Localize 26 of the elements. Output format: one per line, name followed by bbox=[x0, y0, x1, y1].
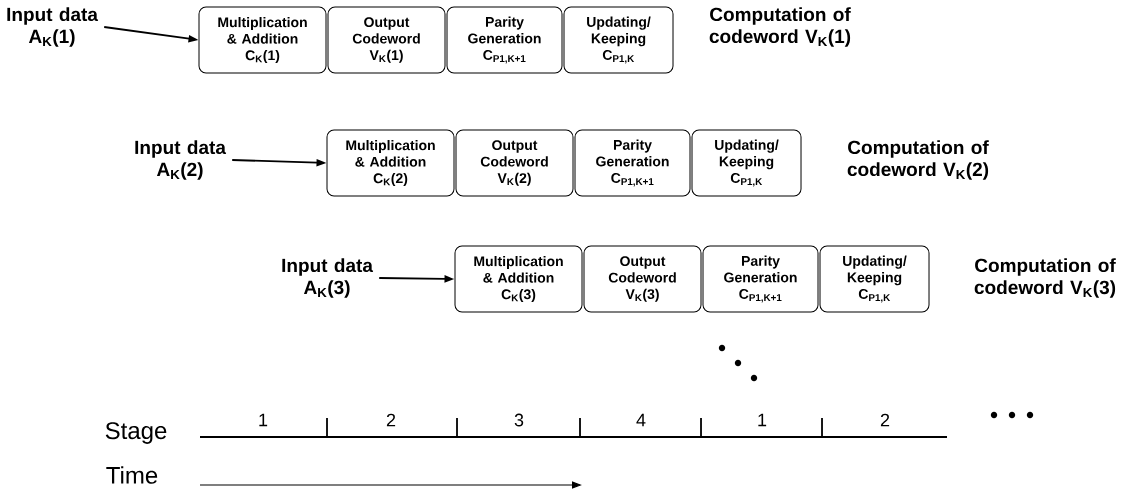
stage-box: Parity Generation C$_{P1,K+1}$ bbox=[702, 245, 819, 313]
stage-number: 2 bbox=[386, 413, 396, 427]
stage-box: Updating/ Keeping C$_{P1,K}$ bbox=[819, 245, 930, 313]
stage-box: Output Codeword V$_{K}$(3) bbox=[583, 245, 702, 313]
axis-title: Time bbox=[106, 466, 158, 484]
stage-box: Parity Generation C$_{P1,K+1}$ bbox=[446, 6, 563, 74]
input-label: Input data A$_{K}$(3) bbox=[282, 258, 374, 298]
stage-box: Output Codeword V$_{K}$(2) bbox=[455, 129, 574, 197]
stage-box: Output Codeword V$_{K}$(1) bbox=[327, 6, 446, 74]
stage-box: Multiplication & Addition C$_{K}$(3) bbox=[454, 245, 583, 313]
stage-box: Updating/ Keeping C$_{P1,K}$ bbox=[691, 129, 802, 197]
stage-number: 3 bbox=[514, 413, 524, 427]
row-caption: Computation of codeword V$_{K}$(2) bbox=[847, 140, 989, 180]
stage-number: 2 bbox=[880, 413, 890, 427]
row-caption: Computation of codeword V$_{K}$(3) bbox=[974, 258, 1116, 298]
stage-number: 4 bbox=[636, 413, 646, 427]
stage-number: 1 bbox=[259, 413, 268, 427]
stage-number: 1 bbox=[758, 413, 767, 427]
stage-box: Multiplication & Addition C$_{K}$(1) bbox=[198, 6, 327, 74]
input-label: Input data A$_{K}$(1) bbox=[7, 7, 99, 47]
stage-box: Parity Generation C$_{P1,K+1}$ bbox=[574, 129, 691, 197]
stage-box: Updating/ Keeping C$_{P1,K}$ bbox=[563, 6, 674, 74]
stage-box: Multiplication & Addition C$_{K}$(2) bbox=[326, 129, 455, 197]
row-caption: Computation of codeword V$_{K}$(1) bbox=[709, 7, 851, 47]
axis-title: Stage bbox=[105, 422, 167, 444]
input-label: Input data A$_{K}$(2) bbox=[135, 140, 227, 180]
